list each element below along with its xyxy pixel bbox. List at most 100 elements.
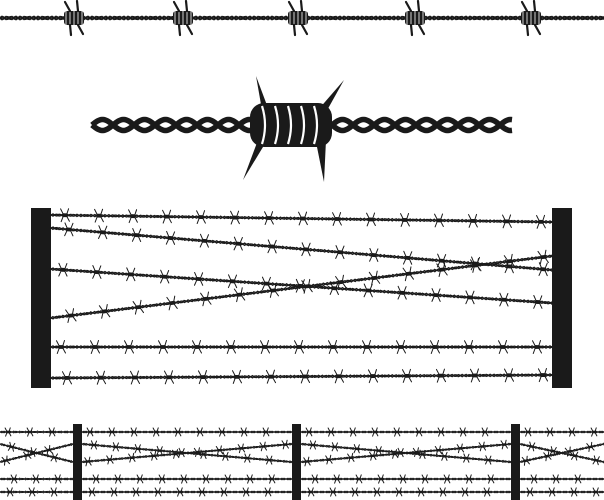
barb: [552, 474, 560, 484]
barb-spike: [470, 347, 474, 354]
barb-spike: [369, 255, 373, 262]
barb-spike: [233, 244, 238, 251]
barb: [233, 236, 243, 251]
barb-spike: [266, 455, 269, 460]
barb: [259, 441, 268, 452]
barb-spike: [417, 487, 421, 492]
barb-spike: [90, 432, 94, 437]
barb-spike: [596, 487, 599, 492]
barb-spike: [222, 432, 226, 437]
barb: [28, 487, 36, 497]
barb: [481, 427, 489, 437]
barb: [470, 258, 482, 273]
barb-spike: [202, 217, 206, 224]
barb-spike: [193, 447, 197, 453]
barb-spike: [372, 219, 376, 227]
barb-spike: [442, 376, 447, 383]
barb-spike: [309, 427, 312, 432]
wire-strand: [81, 442, 293, 464]
barb-spike: [244, 453, 247, 458]
barb-spike: [112, 446, 116, 452]
barb-spike: [304, 211, 308, 219]
barb-spike: [237, 444, 241, 449]
barb-spike: [244, 427, 247, 432]
barb-spike: [371, 427, 375, 432]
barb-spike: [402, 340, 405, 347]
barb: [266, 455, 273, 465]
barb-spike: [440, 213, 444, 220]
barb: [503, 253, 516, 269]
barb: [368, 270, 381, 286]
barb-spike: [150, 451, 154, 456]
barb-spike: [574, 474, 578, 479]
barb-spike: [176, 454, 180, 459]
barb-spike: [442, 254, 447, 261]
barb-spike: [56, 347, 60, 354]
barb-spike: [267, 284, 272, 291]
barb-spike: [153, 432, 156, 437]
barb-spike: [542, 214, 546, 222]
barb-spike: [335, 447, 338, 452]
barb-spike: [270, 211, 274, 218]
barb-spike: [306, 369, 309, 376]
barb-spike: [238, 369, 241, 377]
barb-spike: [264, 487, 268, 492]
barb-spike: [250, 479, 254, 484]
barb-spike: [353, 444, 357, 449]
barb-spike: [160, 277, 164, 284]
barb-spike: [537, 250, 542, 257]
barb-spike: [308, 286, 313, 293]
barb-coil-line: [312, 105, 319, 145]
barb-spike: [54, 487, 57, 492]
barb: [592, 487, 600, 497]
barb-spike: [304, 219, 308, 226]
barb-spike: [530, 487, 533, 492]
barb: [262, 427, 270, 437]
barb: [136, 474, 144, 484]
barb-spike: [173, 303, 178, 309]
barb-spike: [232, 347, 236, 354]
barb-spike: [176, 487, 180, 492]
barb-spike: [403, 250, 407, 258]
barb-spike: [52, 427, 55, 432]
barb: [56, 340, 66, 354]
barb-spike: [359, 474, 362, 479]
barb: [570, 487, 578, 497]
barb-spike: [594, 427, 597, 432]
barb-spike: [227, 281, 232, 289]
barb-spike: [374, 369, 377, 376]
barb-spike: [457, 448, 460, 454]
barb: [224, 474, 232, 484]
barb-spike: [534, 474, 537, 479]
barb-spike: [409, 23, 414, 37]
barb-coil-line: [260, 105, 267, 145]
barb-spike: [379, 446, 382, 451]
barb: [65, 308, 77, 323]
barb-spike: [437, 288, 441, 295]
barb-spike: [334, 340, 337, 347]
barb-spike: [132, 301, 137, 307]
barb: [347, 452, 355, 463]
barb: [537, 368, 549, 383]
barb-spike: [292, 23, 297, 37]
barb-spike: [174, 427, 178, 432]
barb-spike: [56, 340, 60, 347]
barb-spike: [134, 216, 138, 223]
barb-spike: [116, 447, 119, 452]
barb-spike: [90, 427, 93, 432]
barb: [95, 370, 107, 385]
barb-spike: [334, 347, 338, 354]
barb-spike: [298, 218, 302, 226]
barb: [299, 369, 311, 384]
barb-spike: [397, 432, 401, 437]
barb-spike: [196, 210, 200, 217]
barb: [86, 427, 94, 437]
barb-spike: [534, 479, 538, 484]
barb-spike: [425, 479, 429, 484]
barb-spike: [131, 432, 134, 437]
barb: [369, 451, 377, 461]
barb-spike: [538, 340, 541, 347]
barb: [61, 370, 73, 385]
barb-spike: [341, 274, 344, 282]
barb-spike: [156, 432, 160, 437]
